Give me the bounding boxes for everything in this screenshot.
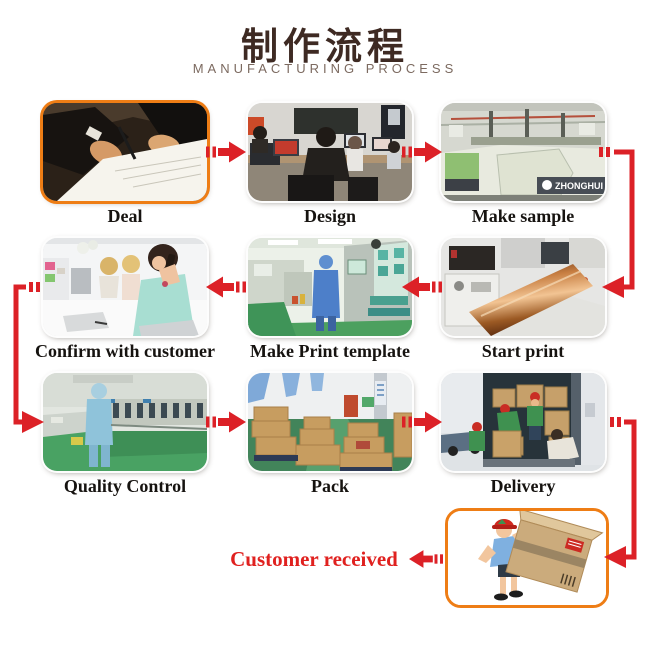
page-title: 制作流程 — [241, 25, 409, 68]
step-label-quality-control: Quality Control — [63, 476, 187, 496]
page-subtitle: MANUFACTURING PROCESS — [192, 61, 458, 76]
step-label-make-sample: Make sample — [471, 206, 575, 226]
confirm-with-customer-photo — [43, 238, 207, 336]
machine-brand-text: ZHONGHUI — [555, 181, 603, 191]
quality-control-photo — [43, 373, 207, 471]
step-label-make-print-template: Make Print template — [250, 341, 410, 361]
pack-photo — [248, 373, 412, 471]
courier-with-box-illustration — [448, 511, 606, 605]
injection-molding-factory-illustration: ZHONGHUI — [441, 103, 605, 201]
design-office-illustration — [248, 103, 412, 201]
quality-inspection-line-illustration — [43, 373, 207, 471]
print-workshop-illustration — [248, 238, 412, 336]
step-label-delivery: Delivery — [490, 476, 556, 496]
step-label-start-print: Start print — [481, 341, 565, 361]
arrow-left-icon — [206, 276, 246, 298]
design-photo — [248, 103, 412, 201]
delivery-photo — [441, 373, 605, 471]
printing-cylinder-machine-illustration — [441, 238, 605, 336]
truck-loading-illustration — [441, 373, 605, 471]
make-print-template-photo — [248, 238, 412, 336]
arrow-right-icon — [402, 141, 442, 163]
step-label-confirm-with-customer: Confirm with customer — [35, 341, 215, 361]
deal-photo — [43, 103, 207, 201]
arrow-left-icon — [409, 549, 443, 569]
step-label-deal: Deal — [107, 206, 143, 226]
arrow-right-icon — [206, 411, 246, 433]
contract-signing-illustration — [43, 103, 207, 201]
arrow-right-icon — [402, 411, 442, 433]
step-label-customer-received: Customer received — [230, 547, 398, 571]
make-sample-photo: ZHONGHUI — [441, 103, 605, 201]
warehouse-boxes-illustration — [248, 373, 412, 471]
start-print-photo — [441, 238, 605, 336]
customer-received-photo — [445, 508, 609, 608]
step-label-design: Design — [303, 206, 356, 226]
step-label-pack: Pack — [311, 476, 349, 496]
customer-service-office-illustration — [43, 238, 207, 336]
arrow-right-icon — [206, 141, 246, 163]
arrow-left-icon — [402, 276, 442, 298]
